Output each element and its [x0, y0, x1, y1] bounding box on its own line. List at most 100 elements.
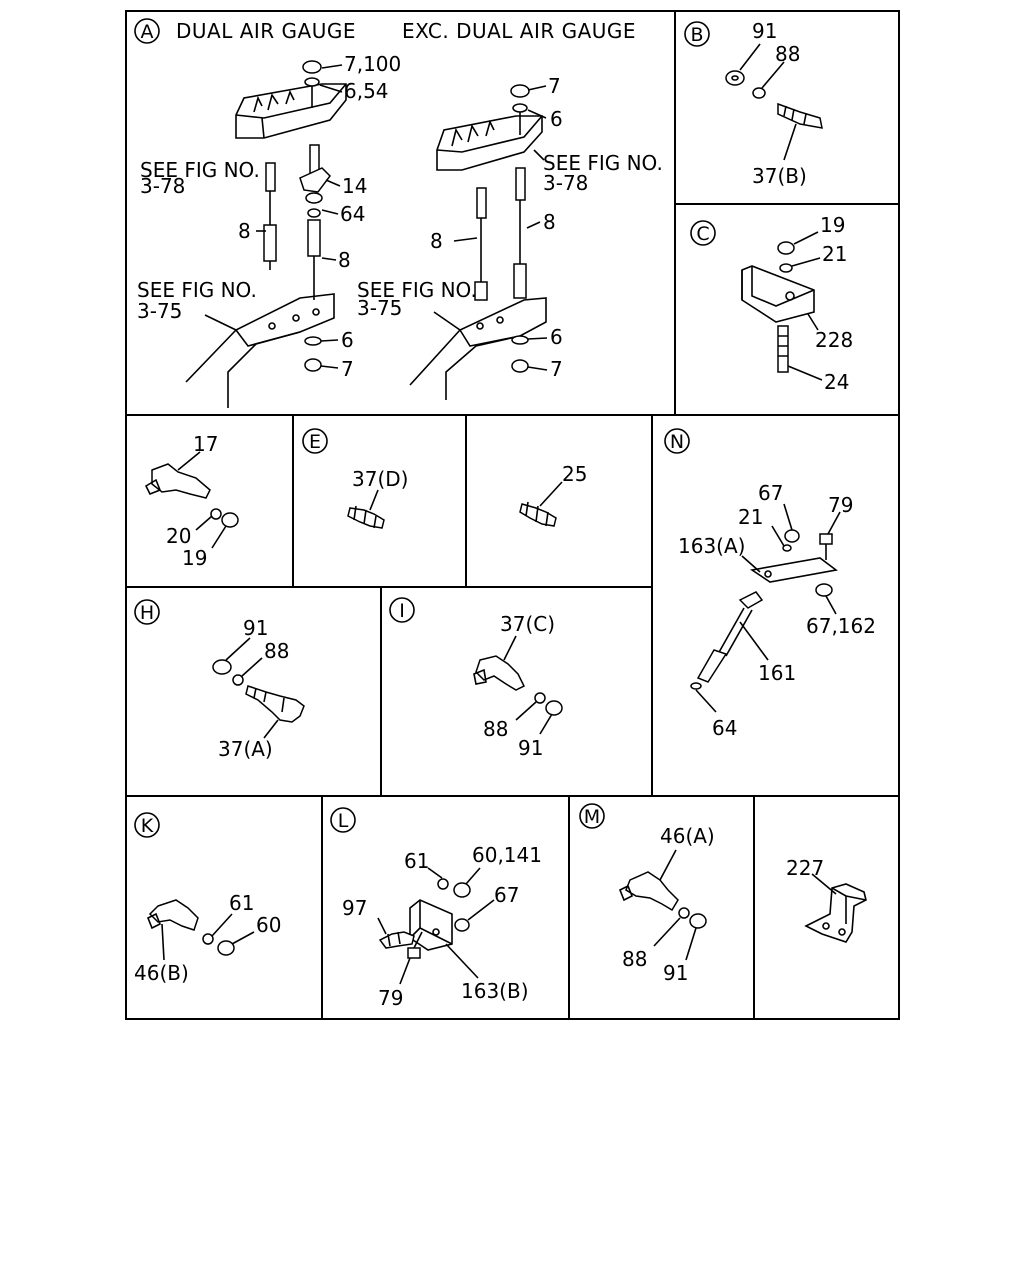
leader-p-227 — [811, 873, 837, 895]
nut-19-c — [777, 241, 795, 255]
leader-i-91 — [539, 713, 553, 735]
section-k-marker: K — [134, 812, 160, 838]
section-c: C 19 21 228 24 — [690, 213, 853, 394]
section-f: 25 — [519, 462, 587, 527]
washer-20-d — [210, 508, 222, 520]
callout-d-19: 19 — [182, 546, 207, 570]
section-a-marker: A — [134, 18, 160, 44]
callout-a-14: 14 — [342, 174, 367, 198]
nut-67-162-n — [815, 583, 833, 597]
callout-l-61: 61 — [404, 849, 429, 873]
callout-i-88: 88 — [483, 717, 508, 741]
leader-k-60 — [231, 931, 255, 945]
callout-a-7-100: 7,100 — [344, 52, 401, 76]
section-letter: E — [309, 431, 321, 453]
callout-a-8-right-2: 8 — [430, 229, 443, 253]
nut-washer-stack-top-left — [302, 60, 322, 108]
washer-61-l — [437, 878, 449, 890]
bracket-227 — [804, 883, 867, 943]
leader-d-20 — [195, 515, 213, 531]
frame-rail-left — [185, 293, 335, 408]
callout-k-61: 61 — [229, 891, 254, 915]
leader-b-91 — [739, 43, 761, 71]
leader-l-60-141 — [465, 867, 481, 885]
hose-left-2 — [299, 144, 331, 300]
leader-n-21 — [771, 525, 785, 547]
callout-a-7-bottom-right: 7 — [550, 357, 563, 381]
section-letter: B — [690, 24, 703, 46]
section-e: E 37(D) — [302, 428, 408, 529]
washer-88-h — [232, 674, 244, 686]
bolt-79-n — [819, 533, 833, 560]
ref-fig-number-a1: 3-78 — [140, 174, 185, 198]
nut-60-141-l — [453, 882, 471, 898]
ref-fig-number-a4: 3-75 — [357, 296, 402, 320]
leader-c-228 — [807, 313, 819, 331]
callout-l-97: 97 — [342, 896, 367, 920]
callout-a-6-54: 6,54 — [344, 79, 389, 103]
leader-k-61 — [211, 913, 233, 937]
nut-washer-stack-bottom-right — [511, 335, 529, 373]
callout-a-7-right: 7 — [548, 74, 561, 98]
leader-n-79 — [827, 511, 841, 535]
section-letter: L — [338, 810, 349, 832]
callout-a-8-left: 8 — [238, 219, 251, 243]
section-n: N 67 79 21 163(A) 67,162 161 — [664, 428, 876, 740]
ref-see-fig-a2: SEE FIG NO. — [137, 278, 257, 302]
callout-i-91: 91 — [518, 736, 543, 760]
washer-21-c — [779, 263, 793, 273]
section-a-leaders — [204, 64, 548, 371]
bolt-79-l — [407, 931, 423, 959]
leader-m-91 — [685, 927, 697, 961]
leader-n-64 — [695, 689, 717, 713]
washer-21-n — [782, 544, 792, 552]
callout-n-67: 67 — [758, 481, 783, 505]
section-letter: I — [399, 600, 405, 622]
callout-b-37b: 37(B) — [752, 164, 807, 188]
washer-88-i — [534, 692, 546, 704]
tee-fitting-17 — [144, 463, 211, 499]
leader-h-88 — [241, 657, 263, 677]
section-c-marker: C — [690, 220, 716, 246]
upper-bracket-left — [235, 83, 347, 139]
connector-25 — [519, 501, 557, 527]
leader-d-19 — [211, 525, 227, 549]
callout-m-88: 88 — [622, 947, 647, 971]
section-letter: K — [141, 815, 154, 837]
ref-see-fig-a3: SEE FIG NO. — [543, 151, 663, 175]
leader-m-46a — [659, 849, 677, 881]
connector-37d — [347, 505, 385, 529]
bracket-163a — [749, 557, 838, 583]
callout-a-8-mid: 8 — [338, 248, 351, 272]
upper-bracket-right — [436, 115, 543, 171]
nut-60-k — [217, 940, 235, 956]
section-b-marker: B — [684, 21, 710, 47]
callout-n-67-162: 67,162 — [806, 614, 876, 638]
callout-c-19: 19 — [820, 213, 845, 237]
nut-91-b — [725, 70, 745, 86]
callout-b-91: 91 — [752, 19, 777, 43]
section-i: I 37(C) 88 91 — [389, 597, 563, 760]
nut-washer-stack-bottom-left — [304, 336, 322, 372]
hose-right-1 — [474, 187, 488, 301]
panel-grid — [125, 10, 900, 1020]
callout-k-46b: 46(B) — [134, 961, 189, 985]
frame-rail-right — [409, 297, 547, 400]
section-d: 17 20 19 — [144, 432, 239, 570]
nut-19-d — [221, 512, 239, 528]
callout-n-79: 79 — [828, 493, 853, 517]
callout-l-67: 67 — [494, 883, 519, 907]
callout-e-37d: 37(D) — [352, 467, 408, 491]
section-i-marker: I — [389, 597, 415, 623]
leader-m-88 — [653, 917, 681, 947]
callout-d-17: 17 — [193, 432, 218, 456]
tee-fitting-46b — [146, 899, 199, 931]
callout-a-6-left: 6 — [341, 328, 354, 352]
washer-61-k — [202, 933, 214, 945]
callout-m-91: 91 — [663, 961, 688, 985]
fitting-37b — [777, 102, 823, 129]
section-letter: M — [584, 806, 600, 828]
callout-a-7-left: 7 — [341, 357, 354, 381]
callout-n-161: 161 — [758, 661, 796, 685]
leader-h-37a — [263, 719, 279, 739]
